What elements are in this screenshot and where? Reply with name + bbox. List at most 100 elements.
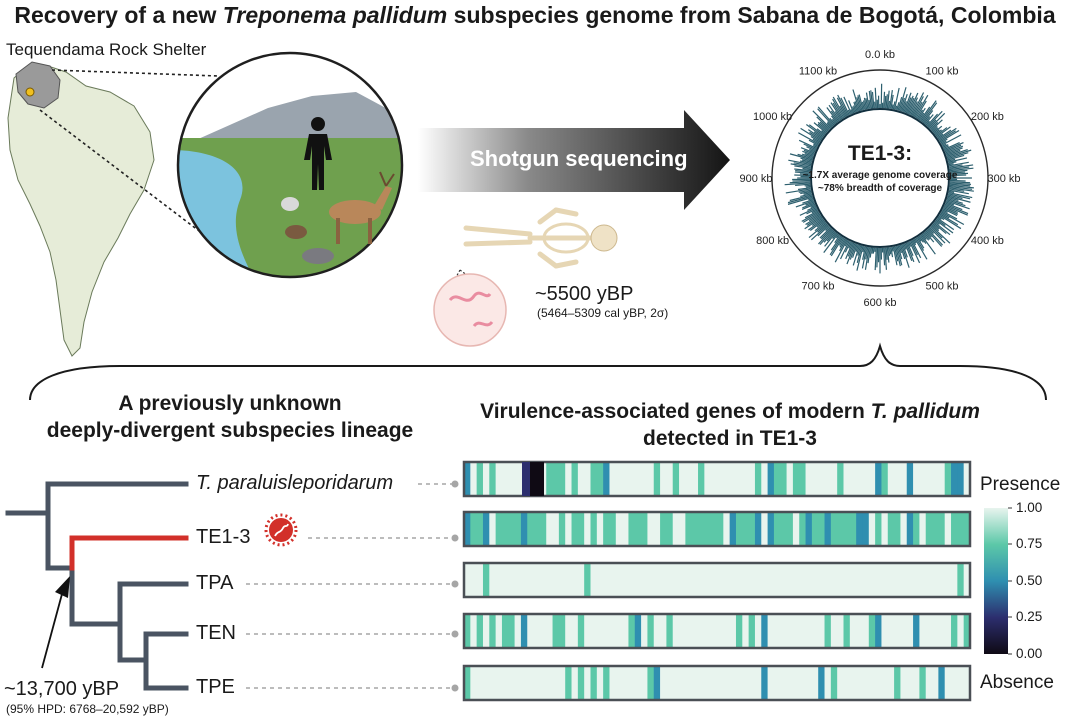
coverage-bar: [932, 223, 940, 230]
coverage-bar: [826, 107, 839, 123]
heatmap-cell: [729, 563, 737, 597]
taxon-label-tpa: TPA: [196, 572, 234, 594]
heatmap-cell: [792, 462, 800, 496]
heatmap-cell: [773, 666, 781, 700]
legend-tick: 1.00: [1016, 500, 1043, 515]
heatmap-cell: [470, 512, 478, 546]
heatmap-cell: [913, 614, 920, 648]
heatmap-cell: [628, 462, 636, 496]
coverage-bar: [920, 100, 937, 122]
heatmap-cell: [805, 563, 813, 597]
heatmap-cell: [729, 512, 737, 546]
heatmap-cell: [856, 666, 864, 700]
coverage-bar: [823, 230, 835, 243]
coverage-bar: [863, 97, 868, 110]
heatmap-cell: [780, 512, 788, 546]
heatmap-cell: [577, 512, 585, 546]
coverage-bar: [862, 246, 867, 260]
coverage-bar: [861, 246, 868, 269]
coverage-bar: [885, 247, 888, 260]
heatmap-cell: [881, 512, 889, 546]
coverage-bar: [943, 205, 958, 214]
coverage-bar: [825, 226, 831, 231]
heatmap-cell: [609, 563, 617, 597]
heatmap-cell: [653, 563, 661, 597]
heatmap-cell: [514, 462, 522, 496]
coverage-bar: [906, 97, 915, 114]
ring-label: 300 kb: [987, 173, 1020, 185]
coverage-bar: [940, 212, 950, 219]
heatmap-cell: [957, 614, 965, 648]
coverage-bar: [874, 247, 877, 271]
heatmap: [462, 460, 972, 702]
coverage-bar: [785, 188, 811, 194]
heatmap-cell: [476, 563, 484, 597]
sample-age: ~5500 yBP: [535, 283, 634, 305]
heatmap-cell: [957, 512, 965, 546]
coverage-bar: [899, 97, 906, 112]
heatmap-cell: [685, 512, 693, 546]
heatmap-cell: [571, 614, 579, 648]
heatmap-cell: [843, 563, 851, 597]
heatmap-cell: [501, 462, 509, 496]
heatmap-cell: [533, 666, 541, 700]
coverage-bar: [831, 115, 838, 124]
heatmap-cell: [660, 462, 667, 496]
coverage-bar: [936, 217, 955, 231]
coverage-bar: [810, 224, 829, 241]
coverage-bar: [897, 96, 903, 111]
heatmap-cell: [590, 512, 598, 546]
heatmap-cell: [799, 462, 807, 496]
heatmap-cell: [501, 512, 509, 546]
heatmap-cell: [672, 614, 680, 648]
heatmap-cell: [938, 512, 946, 546]
coverage-bar: [808, 197, 814, 201]
heatmap-cell: [546, 462, 554, 496]
coverage-bar: [799, 173, 811, 175]
coverage-bar: [907, 241, 912, 247]
heatmap-cell: [489, 614, 497, 648]
coverage-bar: [830, 110, 840, 122]
heatmap-cell: [900, 512, 908, 546]
ring-label: 1100 kb: [799, 66, 837, 78]
coverage-bar: [904, 243, 913, 262]
coverage-bar: [861, 101, 865, 110]
heatmap-cell: [634, 462, 642, 496]
heatmap-cell: [539, 563, 547, 597]
heatmap-cell: [805, 512, 813, 546]
ring-label: 700 kb: [801, 280, 834, 292]
coverage-bar: [893, 87, 900, 110]
coverage-bar: [885, 94, 888, 109]
coverage-bar: [872, 247, 875, 254]
heatmap-cell: [590, 614, 598, 648]
coverage-bar: [942, 143, 947, 147]
coverage-bar: [897, 245, 903, 260]
coverage-bar: [800, 157, 813, 162]
coverage-bar: [837, 94, 849, 116]
coverage-bar: [856, 97, 862, 111]
coverage-bar: [892, 246, 898, 266]
heatmap-cell: [824, 666, 832, 700]
coverage-bar: [854, 101, 859, 112]
heatmap-cell: [919, 666, 927, 700]
heatmap-cell: [641, 666, 649, 700]
coverage-bar: [949, 164, 974, 169]
coverage-bar: [939, 214, 962, 230]
microscopy-inset: [433, 273, 507, 347]
coverage-bar: [870, 90, 874, 109]
heatmap-cell: [508, 614, 516, 648]
colorbar: [984, 508, 1008, 654]
heatmap-cell: [792, 666, 800, 700]
taxon-label-te1-3: TE1-3: [196, 526, 251, 548]
heatmap-cell: [710, 563, 718, 597]
coverage-bar: [836, 97, 848, 117]
heatmap-cell: [963, 563, 971, 597]
heatmap-cell: [464, 563, 471, 597]
heatmap-cell: [482, 512, 490, 546]
coverage-bar: [891, 104, 894, 110]
heatmap-cell: [932, 614, 939, 648]
legend-absence: Absence: [980, 672, 1054, 693]
coverage-bar: [947, 158, 956, 162]
heatmap-cell: [571, 666, 579, 700]
heatmap-cell: [938, 563, 946, 597]
